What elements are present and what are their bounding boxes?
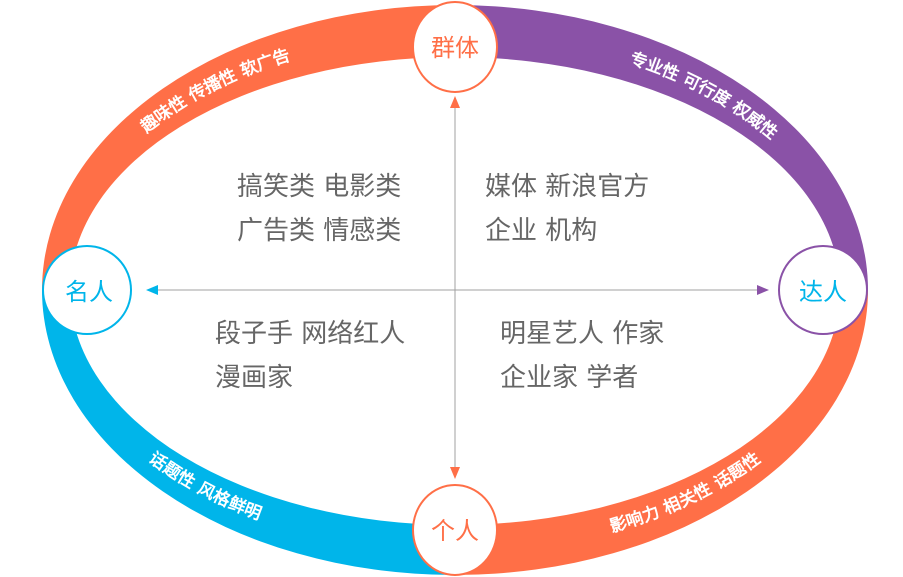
quadrant-top-left-line-1: 搞笑类 电影类: [237, 172, 401, 202]
node-top-label: 群体: [431, 34, 479, 62]
quadrant-top-right-line-2: 企业 机构: [485, 216, 597, 246]
quadrant-bottom-left-line-2: 漫画家: [215, 363, 293, 393]
ring-segment-bottom-right: [455, 290, 868, 575]
node-left-label: 名人: [65, 278, 113, 306]
quadrant-top-left-line-2: 广告类 情感类: [237, 216, 401, 246]
quadrant-bottom-right-line-1: 明星艺人 作家: [500, 319, 664, 349]
arrow-right-icon: [757, 285, 769, 295]
ring-segment-top-left: [42, 5, 455, 290]
node-right: 达人: [778, 245, 868, 335]
ring-segment-bottom-left: [42, 290, 455, 575]
arc-label-top-right: 专业性 可行度 权威性: [627, 48, 781, 144]
quadrant-bottom-left-line-1: 段子手 网络红人: [215, 319, 405, 349]
quadrant-bottom-right-line-2: 企业家 学者: [500, 363, 638, 393]
arrow-left-icon: [146, 285, 158, 295]
node-bottom: 个人: [412, 484, 498, 576]
quadrant-top-right-line-1: 媒体 新浪官方: [485, 172, 649, 202]
node-right-label: 达人: [799, 278, 847, 306]
node-left: 名人: [42, 245, 132, 335]
node-top: 群体: [412, 1, 498, 93]
arrow-up-icon: [450, 96, 460, 108]
arrow-down-icon: [450, 467, 460, 479]
node-bottom-label: 个人: [431, 517, 479, 545]
ring-segment-top-right: [455, 5, 868, 290]
